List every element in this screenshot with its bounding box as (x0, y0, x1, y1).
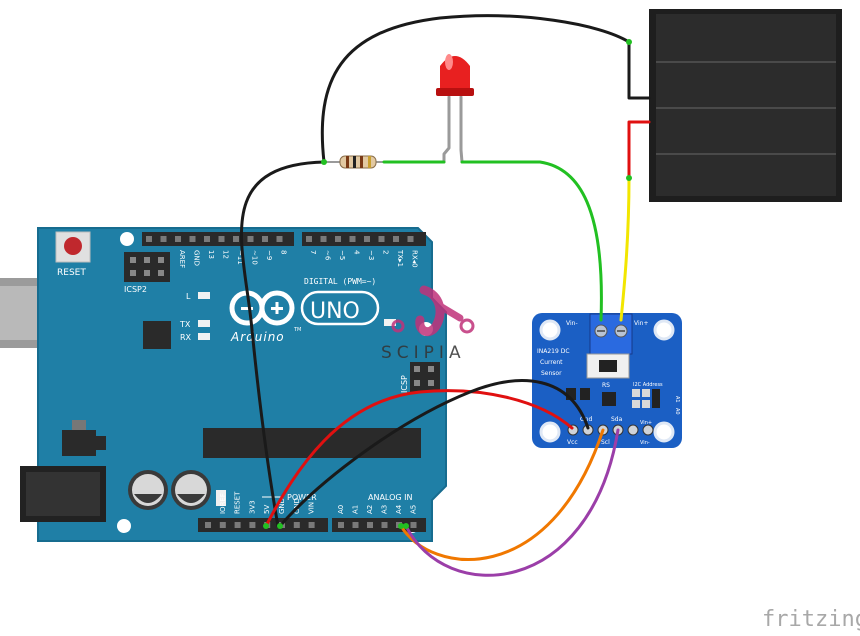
sensor-title-1: INA219 DC (537, 348, 570, 355)
sensor-title-2: Current (540, 359, 563, 366)
sensor-title-3: Sensor (541, 370, 562, 377)
pin-scl-label: Scl (601, 439, 610, 446)
pin-vcc-label: Vcc (567, 439, 578, 446)
uno-badge (300, 290, 380, 326)
power-pin-label: 5V (263, 505, 271, 514)
wire-black-resistor-solar (320, 14, 631, 164)
power-header (198, 518, 328, 532)
power-pin-label: VIN (308, 502, 316, 514)
digital-pin-label: 8 (280, 250, 288, 254)
digital-pin-label: ~5 (338, 250, 346, 260)
wire-solar-positive (627, 120, 651, 180)
wire-red-5v-vcc (264, 389, 574, 528)
digital-pin-label: 2 (382, 250, 390, 254)
a1-label: A1 (674, 396, 680, 403)
wire-black-resistor-gnd (239, 160, 326, 528)
analog-pin-label: A3 (381, 505, 389, 514)
wire-black-gnd-gnd (278, 379, 590, 528)
analog-header (332, 518, 426, 532)
led-tx (198, 320, 210, 327)
sensor-vin-minus-top: Vin- (566, 320, 578, 327)
digital-pin-label: ~9 (265, 250, 273, 260)
arduino-logo-text: Arduino (230, 330, 285, 344)
digital-pin-label: 4 (353, 250, 361, 255)
solar-panel (649, 9, 842, 202)
led-rx (198, 333, 210, 340)
wire-green-led-sensor (460, 160, 603, 322)
sensor-pin-row (567, 424, 654, 436)
power-pin-label: IOREF (219, 493, 227, 514)
sensor-rs-label: RS (602, 382, 610, 389)
sensor-vin-plus-top: Vin+ (634, 320, 648, 327)
wire-purple-a5-sda (404, 428, 620, 577)
power-pin-label: 3V3 (248, 500, 256, 514)
digital-pin-label: ~11 (236, 250, 244, 265)
power-label: POWER (287, 493, 317, 502)
uno-label: UNO (310, 299, 360, 324)
analog-label: ANALOG IN (368, 493, 413, 502)
digital-pin-label: 7 (309, 250, 317, 254)
power-pin-label: RESET (234, 491, 242, 514)
capacitor-right (171, 470, 211, 510)
led-l (198, 292, 210, 299)
digital-pin-labels: AREF GND 13 12 ~11 ~10 ~9 8 7 ~6 ~5 4 ~3 2 TX▸1 RX◂0 (178, 249, 419, 268)
ina219-chip (602, 392, 616, 406)
icsp2-header (124, 252, 170, 282)
wire-yellow (619, 176, 631, 322)
icsp-header (410, 362, 440, 392)
digital-pin-label: 13 (207, 250, 215, 259)
led-l-label: L (186, 292, 191, 301)
trademark: TM (293, 327, 301, 333)
analog-pin-label: A4 (395, 504, 403, 514)
wires (239, 14, 651, 577)
power-pin-label: GND (278, 498, 286, 514)
pin-vin-minus-label: Vin- (640, 440, 650, 446)
digital-pin-label: ~6 (324, 250, 332, 261)
digital-pin-label: GND (193, 250, 201, 266)
digital-pin-label: AREF (178, 250, 186, 268)
analog-pin-label: A5 (410, 505, 418, 514)
pin-sda-label: Sda (611, 416, 623, 423)
usb-chip (143, 321, 171, 349)
analog-pin-labels: A0 A1 A2 A3 A4 A5 (337, 504, 418, 514)
led-rx-label: RX (180, 333, 192, 342)
voltage-regulator (62, 430, 96, 456)
a0-label: A0 (674, 408, 680, 415)
digital-pin-label: 12 (222, 250, 230, 259)
digital-pin-label: RX◂0 (411, 250, 419, 268)
red-led (436, 54, 474, 164)
digital-header (142, 232, 426, 246)
analog-pin-label: A1 (352, 505, 360, 514)
scipia-watermark: SCIPIA (381, 285, 475, 363)
capacitor-left (128, 470, 168, 510)
watermark-text: SCIPIA (381, 343, 466, 363)
icsp2-label: ICSP2 (124, 285, 147, 294)
ina219-sensor-board: Vin- Vin+ INA219 DC Current Sensor RS I2… (532, 313, 682, 448)
wire-solar-negative-stub (627, 40, 651, 100)
analog-pin-label: A0 (337, 505, 345, 514)
digital-pin-label: ~3 (367, 250, 375, 260)
digital-label: DIGITAL (PWM=~) (304, 277, 376, 286)
fritzing-brand: fritzing (762, 607, 860, 632)
led-tx-label: TX (179, 320, 191, 329)
reset-label: RESET (57, 268, 86, 278)
pin-vin-plus-label: Vin+ (640, 420, 652, 426)
resistor (324, 155, 384, 169)
digital-pin-label: TX▸1 (396, 249, 404, 267)
i2c-address-label: I2C Address (633, 382, 663, 388)
icsp-label: ICSP (400, 375, 409, 393)
analog-pin-label: A2 (366, 505, 374, 514)
digital-pin-label: ~10 (251, 250, 259, 265)
